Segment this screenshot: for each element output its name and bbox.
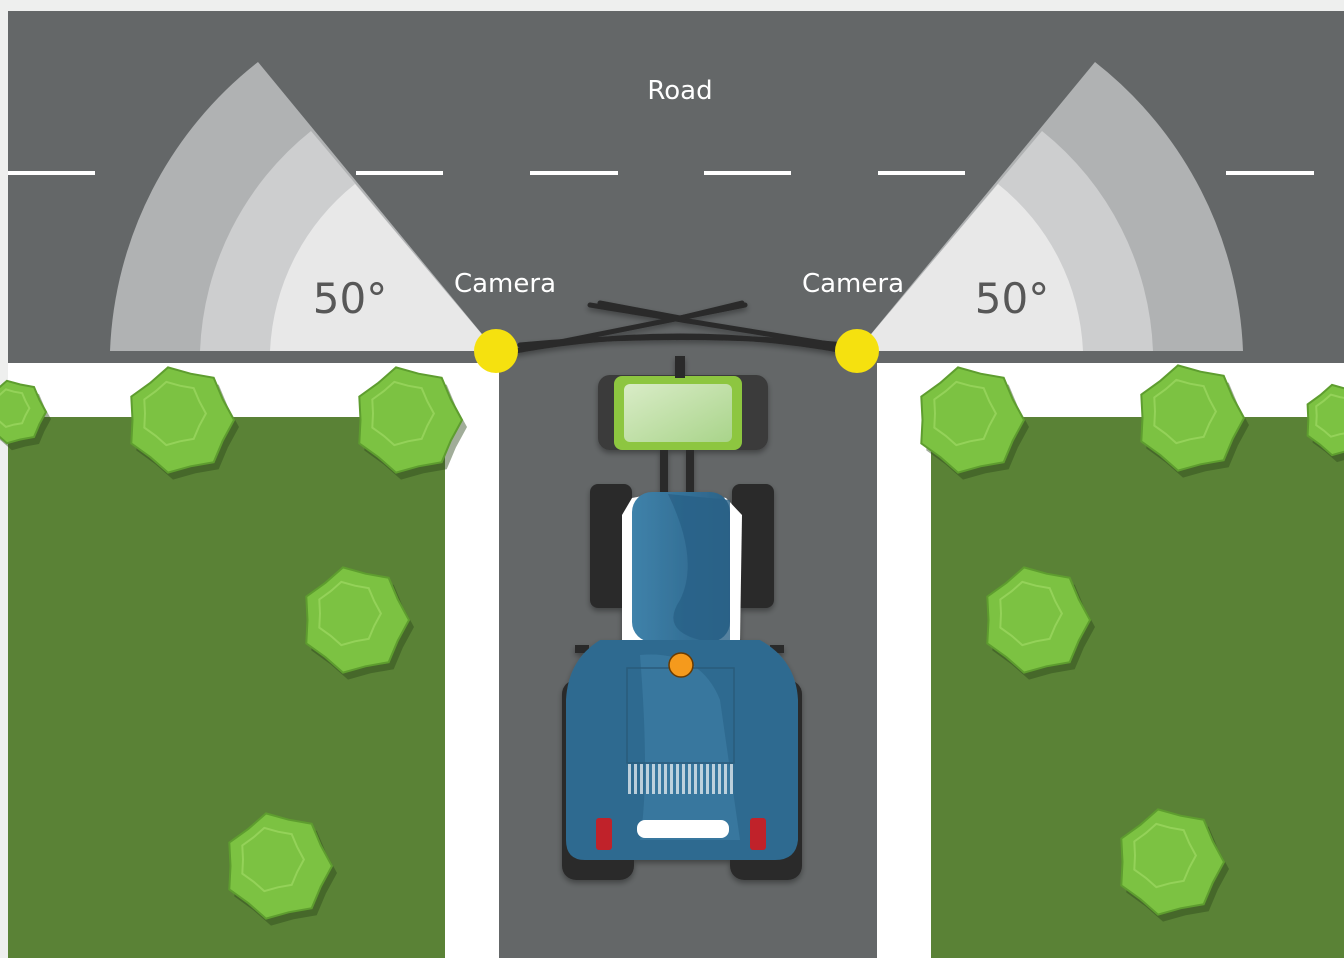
- tractor-beacon-light: [669, 653, 693, 677]
- grille-slat: [718, 764, 721, 794]
- grille-slat: [724, 764, 727, 794]
- grille-slat: [664, 764, 667, 794]
- right-camera-dot: [835, 329, 879, 373]
- tractor-cab-window: [624, 384, 732, 442]
- grille-slat: [700, 764, 703, 794]
- left-camera-angle-label: 50°: [313, 274, 387, 323]
- grille-slat: [646, 764, 649, 794]
- grille-slat: [682, 764, 685, 794]
- grille-slat: [628, 764, 631, 794]
- grille-slat: [670, 764, 673, 794]
- grille-slat: [652, 764, 655, 794]
- grille-slat: [676, 764, 679, 794]
- right-camera-label: Camera: [802, 269, 904, 299]
- grille-slat: [730, 764, 733, 794]
- road-label: Road: [647, 76, 712, 106]
- grille-slat: [640, 764, 643, 794]
- grille-slat: [694, 764, 697, 794]
- tractor-tail-light-left: [596, 818, 612, 850]
- grille-slat: [688, 764, 691, 794]
- right-camera-angle-label: 50°: [975, 274, 1049, 323]
- grass-field-left: [8, 417, 445, 958]
- tractor-rear-bumper: [637, 820, 729, 838]
- grille-slat: [712, 764, 715, 794]
- left-camera-label: Camera: [454, 269, 556, 299]
- grille-slat: [658, 764, 661, 794]
- left-camera-dot: [474, 329, 518, 373]
- tractor-tail-light-right: [750, 818, 766, 850]
- grille-slat: [706, 764, 709, 794]
- grille-slat: [634, 764, 637, 794]
